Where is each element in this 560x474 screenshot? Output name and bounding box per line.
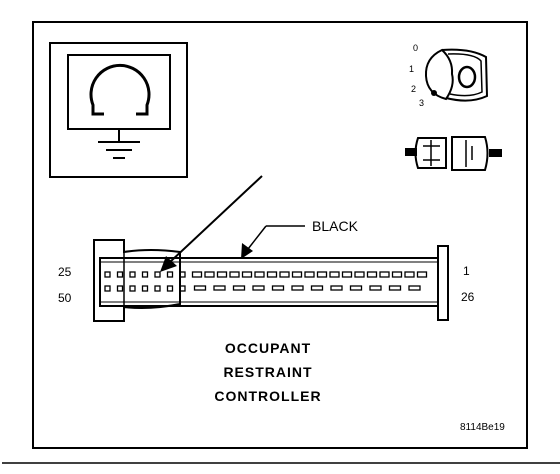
pin-cavity-bottom [252, 285, 265, 291]
connector-pin-rows [104, 271, 428, 292]
disconnected-connector-icon [405, 136, 502, 171]
pin-cavity-top [166, 271, 174, 278]
pin-cavity-bottom [291, 285, 304, 291]
pin-cavity-bottom [213, 285, 226, 291]
ignition-position-0: 3 [419, 98, 424, 108]
pin-cavity-bottom [129, 285, 136, 292]
pin-cavity-bottom [166, 285, 174, 292]
pin-cavity-top [279, 271, 290, 278]
pin-cavity-bottom [232, 285, 246, 291]
ohmmeter-icon [49, 42, 188, 178]
pin-cavity-top [116, 271, 124, 278]
pin-cavity-bottom [179, 285, 186, 292]
pin-cavity-top [204, 271, 215, 278]
pin-cavity-top [104, 271, 111, 278]
ignition-position-3: 0 [413, 43, 418, 53]
pin-cavity-bottom [369, 285, 382, 291]
pin-cavity-bottom [330, 285, 343, 291]
diagram-frame [32, 21, 528, 449]
pin-cavity-top [416, 271, 428, 278]
pin-cavity-top [179, 271, 186, 278]
pin-label-bottom-left: 50 [58, 291, 72, 305]
ignition-position-1: 2 [411, 84, 416, 94]
pin-cavity-top [266, 271, 278, 278]
probe-arrow [160, 175, 263, 272]
ignition-position-2: 1 [409, 64, 414, 74]
black-wire-leader-arrow [241, 225, 305, 259]
pin-cavity-top [316, 271, 328, 278]
wire-color-label: BLACK [312, 218, 359, 234]
pin-cavity-top [154, 271, 161, 278]
pin-cavity-top [254, 271, 265, 278]
pin-cavity-bottom [408, 285, 421, 291]
pin-cavity-bottom [141, 285, 149, 292]
pin-cavity-top [366, 271, 378, 278]
pin-cavity-bottom [349, 285, 363, 291]
pin-cavity-top [229, 271, 240, 278]
pin-cavity-top [191, 271, 203, 278]
pin-cavity-top [404, 271, 415, 278]
pin-cavity-top [379, 271, 390, 278]
component-name-line1: OCCUPANT [225, 340, 311, 356]
pin-cavity-bottom [388, 285, 402, 291]
pin-cavity-top [391, 271, 403, 278]
pin-cavity-top [304, 271, 315, 278]
pin-cavity-top [291, 271, 303, 278]
pin-cavity-top [216, 271, 228, 278]
pin-cavity-bottom [193, 285, 207, 291]
pin-label-top-right: 1 [463, 264, 470, 278]
figure-id: 8114Be19 [460, 422, 505, 433]
pin-cavity-bottom [271, 285, 285, 291]
pin-cavity-bottom [116, 285, 124, 292]
pin-cavity-top [329, 271, 340, 278]
component-name-line3: CONTROLLER [214, 388, 321, 404]
pin-label-bottom-right: 26 [461, 290, 475, 304]
pin-cavity-top [141, 271, 149, 278]
pin-cavity-top [354, 271, 365, 278]
pin-label-top-left: 25 [58, 265, 72, 279]
pin-cavity-bottom [310, 285, 324, 291]
connector-body [93, 239, 449, 322]
ignition-key-off-icon: 0 1 2 3 [409, 43, 489, 108]
pin-cavity-top [241, 271, 253, 278]
pin-cavity-top [341, 271, 353, 278]
pin-cavity-top [129, 271, 136, 278]
pin-cavity-bottom [154, 285, 161, 292]
pin-cavity-bottom [104, 285, 111, 292]
component-name-line2: RESTRAINT [223, 364, 312, 380]
